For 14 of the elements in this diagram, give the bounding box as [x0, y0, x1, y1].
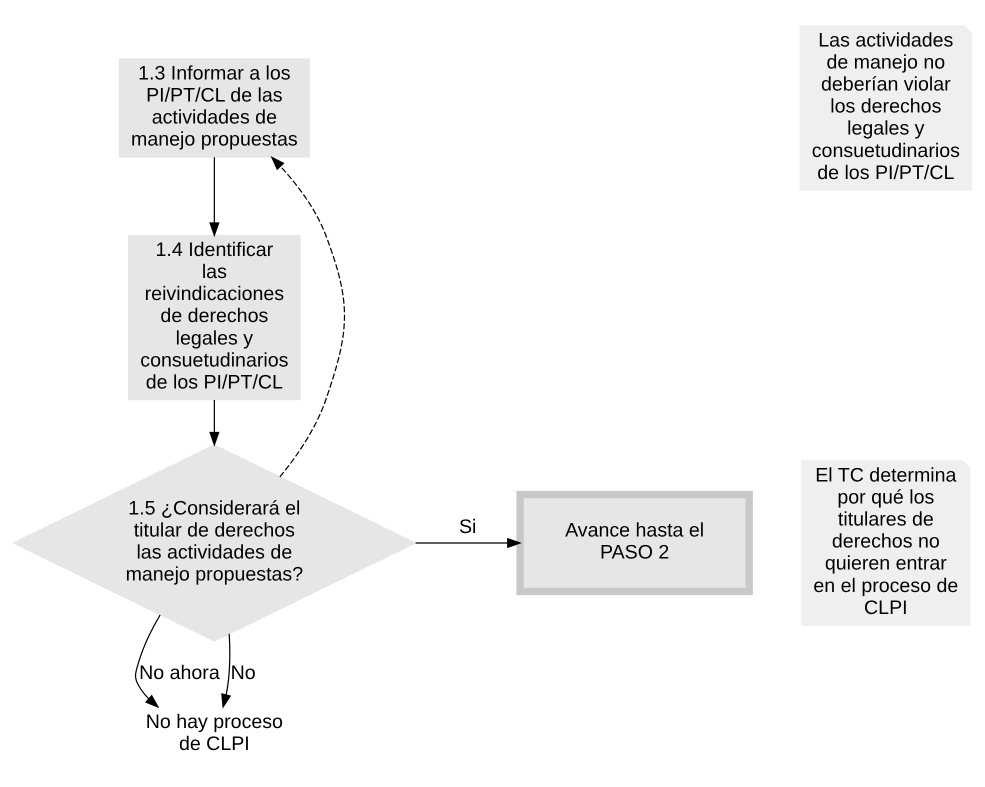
arrow: [134, 614, 161, 708]
edge-label: Si: [458, 516, 476, 538]
node-box: 1.3 Informar a los PI/PT/CL de las actividades de manejo propuestas: [118, 58, 310, 158]
arrow: [270, 156, 346, 478]
arrow: [221, 634, 232, 709]
node-diamond: 1.5 ¿Considerará el titular de derechos las actividades de manejo propuestas?: [12, 444, 417, 642]
arrow: [209, 157, 220, 238]
node-box: 1.4 Identificar las reivindicaciones de derechos legales y consuetudinarios de los PI/PT/CL: [128, 234, 301, 400]
node-text: No hay proceso de CLPI: [146, 710, 283, 755]
edge-label: No ahora: [139, 662, 220, 684]
arrow: [209, 400, 220, 447]
edge-label: No: [230, 662, 256, 684]
arrow: [416, 538, 522, 548]
node-box: Avance hasta el PASO 2: [516, 490, 753, 596]
